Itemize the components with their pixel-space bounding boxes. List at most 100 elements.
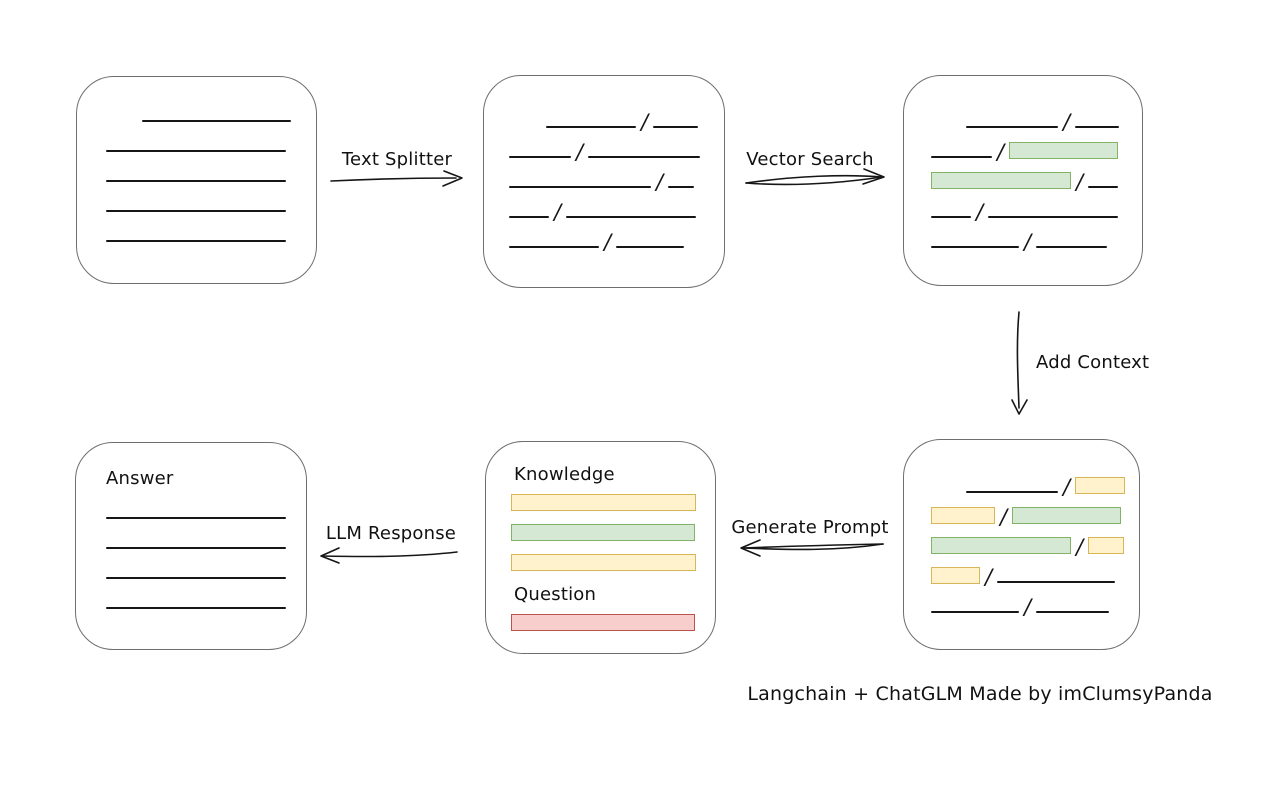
- segment-row: /: [931, 466, 1139, 499]
- green-highlight: [931, 537, 1071, 554]
- slash-separator: /: [576, 140, 584, 164]
- context-chunks-box: / / / / /: [903, 439, 1140, 650]
- llm-response-label: LLM Response: [325, 523, 457, 544]
- vector-matched-box: / / / / /: [903, 75, 1143, 286]
- segment-row: /: [931, 526, 1139, 559]
- chunk-lines: / / / / /: [484, 76, 724, 254]
- knowledge-label: Knowledge: [514, 464, 615, 485]
- text-line: [106, 607, 286, 609]
- text-line: [988, 216, 1119, 218]
- segment-row: /: [931, 221, 1142, 254]
- segment-row: [511, 518, 715, 548]
- text-line: [106, 180, 286, 182]
- text-line: [931, 246, 1019, 248]
- slash-separator: /: [1063, 475, 1071, 499]
- segment-row: /: [509, 161, 724, 194]
- slash-separator: /: [641, 110, 649, 134]
- green-highlight: [511, 523, 695, 541]
- split-chunks-box: / / / / /: [483, 75, 725, 288]
- prompt-box: Knowledge Question: [485, 441, 716, 654]
- diagram-caption: Langchain + ChatGLM Made by imClumsyPand…: [747, 683, 1213, 705]
- segment-row: /: [931, 496, 1139, 529]
- slash-separator: /: [1000, 505, 1008, 529]
- answer-box: Answer: [75, 442, 307, 650]
- text-line: [616, 246, 685, 248]
- segment-row: /: [509, 131, 724, 164]
- slash-separator: /: [985, 565, 993, 589]
- segment-row: /: [931, 161, 1142, 194]
- answer-lines: [106, 492, 306, 612]
- slash-separator: /: [997, 140, 1005, 164]
- text-line: [106, 240, 286, 242]
- question-bar: [511, 608, 715, 638]
- segment-row: [106, 552, 306, 582]
- text-line: [106, 517, 286, 519]
- segment-row: [511, 488, 715, 518]
- text-line: [509, 186, 651, 188]
- segment-row: /: [931, 131, 1142, 164]
- green-highlight: [1009, 142, 1119, 159]
- slash-separator: /: [1063, 110, 1071, 134]
- text-line: [1088, 186, 1119, 188]
- segment-row: [106, 95, 316, 125]
- slash-separator: /: [1024, 230, 1032, 254]
- text-line: [653, 126, 699, 128]
- text-line: [931, 611, 1019, 613]
- text-line: [1036, 611, 1110, 613]
- context-chunk-lines: / / / / /: [904, 440, 1139, 619]
- text-line: [509, 216, 549, 218]
- generate-prompt-arrow: [740, 539, 884, 557]
- green-highlight: [931, 172, 1071, 189]
- segment-row: [106, 522, 306, 552]
- slash-separator: /: [976, 200, 984, 224]
- add-context-label: Add Context: [1036, 352, 1150, 373]
- text-line: [509, 156, 571, 158]
- text-line: [1036, 246, 1108, 248]
- segment-row: /: [509, 191, 724, 224]
- yellow-highlight: [511, 493, 696, 511]
- text-line: [997, 581, 1116, 583]
- matched-chunk-lines: / / / / /: [904, 76, 1142, 254]
- source-document-box: [76, 76, 317, 284]
- slash-separator: /: [1024, 595, 1032, 619]
- text-line: [966, 126, 1058, 128]
- segment-row: [106, 492, 306, 522]
- text-line: [106, 577, 286, 579]
- add-context-arrow: [1011, 311, 1028, 415]
- text-splitter-arrow: [330, 170, 463, 187]
- yellow-highlight: [1088, 537, 1125, 554]
- text-line: [106, 150, 286, 152]
- text-line: [509, 246, 599, 248]
- slash-separator: /: [656, 170, 664, 194]
- slash-separator: /: [1076, 170, 1084, 194]
- segment-row: [511, 548, 715, 578]
- segment-row: [106, 582, 306, 612]
- text-line: [106, 547, 286, 549]
- text-line: [142, 120, 291, 122]
- text-line: [931, 156, 992, 158]
- document-lines: [77, 77, 316, 245]
- slash-separator: /: [1076, 535, 1084, 559]
- generate-prompt-label: Generate Prompt: [731, 517, 889, 538]
- segment-row: /: [931, 586, 1139, 619]
- text-line: [588, 156, 701, 158]
- segment-row: [106, 125, 316, 155]
- text-splitter-label: Text Splitter: [341, 149, 453, 170]
- slash-separator: /: [554, 200, 562, 224]
- segment-row: [106, 185, 316, 215]
- answer-label: Answer: [106, 468, 174, 489]
- vector-search-label: Vector Search: [746, 149, 874, 170]
- segment-row: [106, 215, 316, 245]
- knowledge-bars: [511, 488, 715, 578]
- yellow-highlight: [931, 567, 980, 584]
- red-highlight: [511, 613, 695, 631]
- text-line: [566, 216, 697, 218]
- text-line: [106, 210, 286, 212]
- segment-row: /: [931, 556, 1139, 589]
- segment-row: [106, 155, 316, 185]
- slash-separator: /: [604, 230, 612, 254]
- question-label: Question: [514, 584, 597, 605]
- segment-row: /: [509, 101, 724, 134]
- segment-row: [511, 608, 715, 638]
- text-line: [546, 126, 636, 128]
